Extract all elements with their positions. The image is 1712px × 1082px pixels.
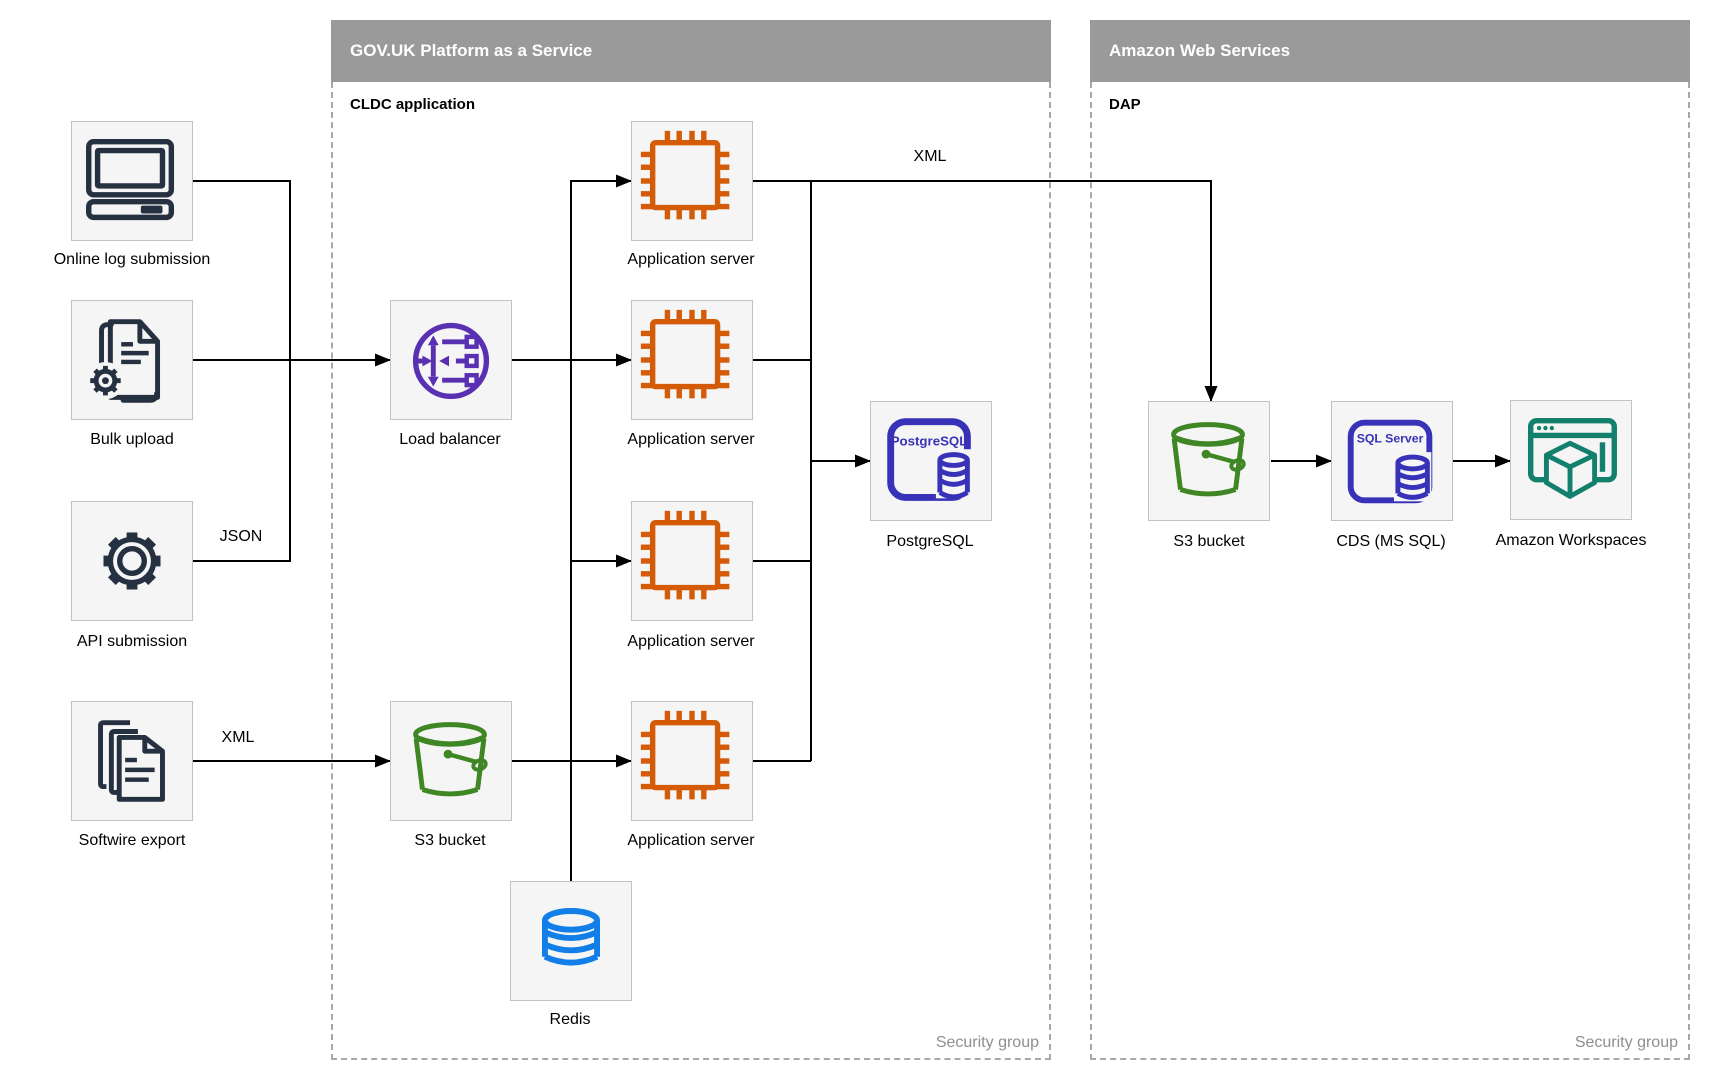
node-label-softwire-export: Softwire export [78, 832, 186, 849]
node-load-balancer[interactable] [390, 300, 512, 420]
s3-bucket-icon [1149, 402, 1269, 520]
edge-app1-xml-to-aws-s3 [752, 180, 1218, 402]
container-govuk-paas-body [331, 82, 1051, 1060]
node-label-load-balancer: Load balancer [399, 431, 501, 448]
node-label-api-submission: API submission [76, 633, 188, 650]
chip-icon [632, 301, 752, 419]
s3-bucket-icon [391, 702, 511, 820]
node-api-submission[interactable] [71, 501, 193, 621]
workspaces-icon [1527, 417, 1617, 499]
node-amazon-workspaces[interactable] [1510, 400, 1632, 520]
aws-security-group-label: Security group [1574, 1034, 1678, 1051]
node-bulk-upload[interactable] [71, 300, 193, 420]
edge-label-xml-to-aws: XML [913, 148, 947, 165]
node-s3-bucket-aws[interactable] [1148, 401, 1270, 521]
node-application-server-3[interactable] [631, 501, 753, 621]
node-label-application-server-1: Application server [627, 251, 755, 268]
container-govuk-paas[interactable]: GOV.UK Platform as a Service CLDC applic… [331, 20, 1051, 1060]
node-application-server-4[interactable] [631, 701, 753, 821]
chip-icon [632, 702, 752, 820]
node-application-server-1[interactable] [631, 121, 753, 241]
node-online-log-submission[interactable] [71, 121, 193, 241]
paas-security-group-label: Security group [935, 1034, 1039, 1051]
node-application-server-2[interactable] [631, 300, 753, 420]
redis-database-icon [541, 908, 601, 966]
node-label-application-server-4: Application server [627, 832, 755, 849]
edge-label-xml-softwire: XML [221, 729, 255, 746]
postgresql-icon: PostgreSQL [887, 418, 973, 501]
sql-server-icon-text: SQL Server [1357, 431, 1424, 445]
documents-stack-icon [98, 720, 165, 802]
node-redis[interactable] [510, 881, 632, 1001]
node-postgresql[interactable]: PostgreSQL [870, 401, 992, 521]
gear-icon [103, 532, 161, 590]
node-softwire-export[interactable] [71, 701, 193, 821]
container-aws-title: Amazon Web Services [1090, 20, 1690, 82]
node-label-s3-bucket-paas: S3 bucket [414, 832, 486, 849]
edge-onlinelog-api-merge [193, 180, 291, 562]
node-label-amazon-workspaces: Amazon Workspaces [1495, 532, 1647, 549]
sql-server-icon: SQL Server [1347, 419, 1433, 504]
computer-icon [86, 138, 175, 221]
document-gear-icon [86, 319, 161, 403]
node-label-online-log-submission: Online log submission [53, 251, 211, 268]
cldc-application-label: CLDC application [350, 96, 476, 113]
node-label-bulk-upload: Bulk upload [90, 431, 174, 448]
edge-fan-to-app1-and-redis [570, 174, 632, 881]
node-label-s3-bucket-aws: S3 bucket [1173, 533, 1245, 550]
container-govuk-paas-title: GOV.UK Platform as a Service [331, 20, 1051, 82]
container-aws-body [1090, 82, 1690, 1060]
postgresql-icon-text: PostgreSQL [891, 433, 968, 448]
node-cds-ms-sql[interactable]: SQL Server [1331, 401, 1453, 521]
load-balancer-icon [412, 322, 490, 400]
node-label-application-server-3: Application server [627, 633, 755, 650]
dap-label: DAP [1109, 96, 1141, 113]
chip-icon [632, 502, 752, 620]
node-label-cds-ms-sql: CDS (MS SQL) [1336, 533, 1446, 550]
node-label-redis: Redis [549, 1011, 591, 1028]
container-aws[interactable]: Amazon Web Services DAP Security group [1090, 20, 1690, 1060]
chip-icon [632, 122, 752, 240]
edge-label-json: JSON [219, 528, 263, 545]
node-s3-bucket-paas[interactable] [390, 701, 512, 821]
node-label-postgresql: PostgreSQL [886, 533, 974, 550]
node-label-application-server-2: Application server [627, 431, 755, 448]
